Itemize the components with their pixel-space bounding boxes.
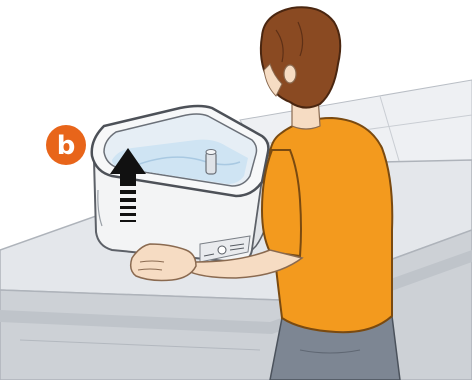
device-tank [92, 106, 269, 262]
step-badge: b [46, 125, 86, 165]
step-badge-label: b [57, 131, 76, 161]
